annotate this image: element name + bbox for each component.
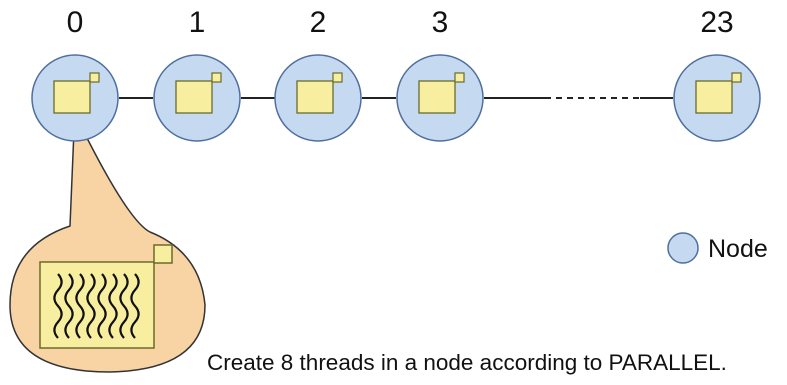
- callout-node-box: [39, 244, 173, 349]
- node-label-3: 3: [432, 6, 449, 39]
- node-process-box: [695, 80, 733, 114]
- node-process-box: [418, 80, 456, 114]
- thread-line: [108, 273, 118, 339]
- node-1: [153, 54, 241, 142]
- node-process-tab: [454, 72, 465, 83]
- node-3: [396, 54, 484, 142]
- thread-line: [53, 273, 63, 339]
- node-process-tab: [332, 72, 343, 83]
- node-23: [673, 54, 761, 142]
- thread-line: [130, 273, 140, 339]
- thread-line: [75, 273, 85, 339]
- node-process-tab: [89, 72, 100, 83]
- node-process-box: [296, 80, 334, 114]
- node-process-tab: [211, 72, 222, 83]
- legend-node-icon: [667, 232, 699, 264]
- caption: Create 8 threads in a node according to …: [207, 350, 727, 375]
- node-0: [31, 54, 119, 142]
- node-label-2: 2: [310, 6, 327, 39]
- node-process-box: [175, 80, 213, 114]
- thread-line: [64, 273, 74, 339]
- node-label-1: 1: [189, 6, 206, 39]
- node-process-tab: [731, 72, 742, 83]
- threads-group: [53, 273, 140, 339]
- node-2: [274, 54, 362, 142]
- node-label-0: 0: [67, 6, 84, 39]
- thread-line: [86, 273, 96, 339]
- node-label-23: 23: [700, 6, 733, 39]
- thread-line: [119, 273, 129, 339]
- nodes-group: [31, 54, 761, 142]
- thread-line: [97, 273, 107, 339]
- node-process-box: [53, 80, 91, 114]
- legend-label: Node: [708, 235, 768, 263]
